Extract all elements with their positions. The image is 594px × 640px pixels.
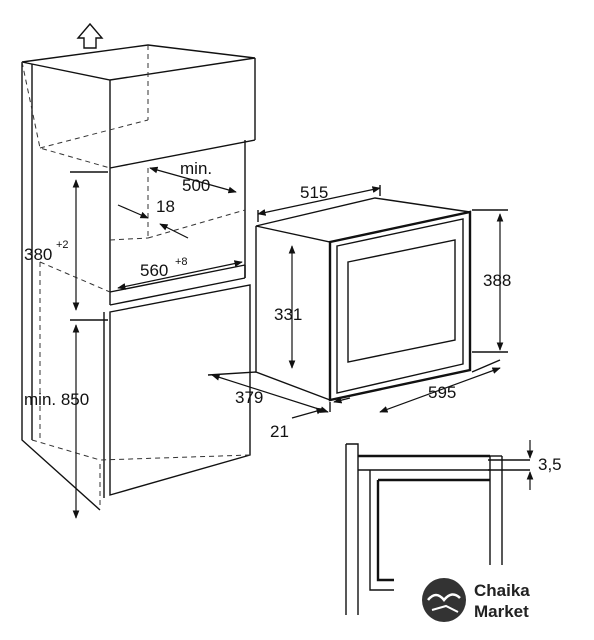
- dim-21: 21: [270, 422, 289, 441]
- dim-min-500-line1: min.: [180, 159, 212, 178]
- installation-detail: 3,5: [345, 440, 562, 615]
- dim-560: 560: [140, 261, 168, 280]
- dim-380-tolerance: +2: [56, 239, 69, 251]
- dim-515: 515: [300, 183, 328, 202]
- up-arrow-icon: [76, 22, 104, 49]
- dim-379: 379: [235, 388, 263, 407]
- dim-min-500-line2: 500: [182, 176, 210, 195]
- dim-388: 388: [483, 271, 511, 290]
- dim-min-500: min. 500: [180, 159, 217, 195]
- dim-331: 331: [274, 305, 302, 324]
- dim-3-5: 3,5: [538, 455, 562, 474]
- logo-line1: Chaika: [474, 581, 530, 600]
- dim-595: 595: [428, 383, 456, 402]
- dim-560-tolerance: +8: [175, 256, 188, 268]
- cabinet-dimensions: 380 +2 min. 850 min. 500 18 560 +8: [24, 159, 243, 519]
- oven-dimensions: 515 331 388 379 595 21: [211, 183, 511, 441]
- chaika-market-logo: Chaika Market: [422, 578, 530, 622]
- dim-18: 18: [156, 197, 175, 216]
- dim-min-850: min. 850: [24, 390, 89, 409]
- logo-line2: Market: [474, 602, 529, 621]
- microwave-oven: [207, 185, 508, 412]
- dim-380: 380: [24, 245, 52, 264]
